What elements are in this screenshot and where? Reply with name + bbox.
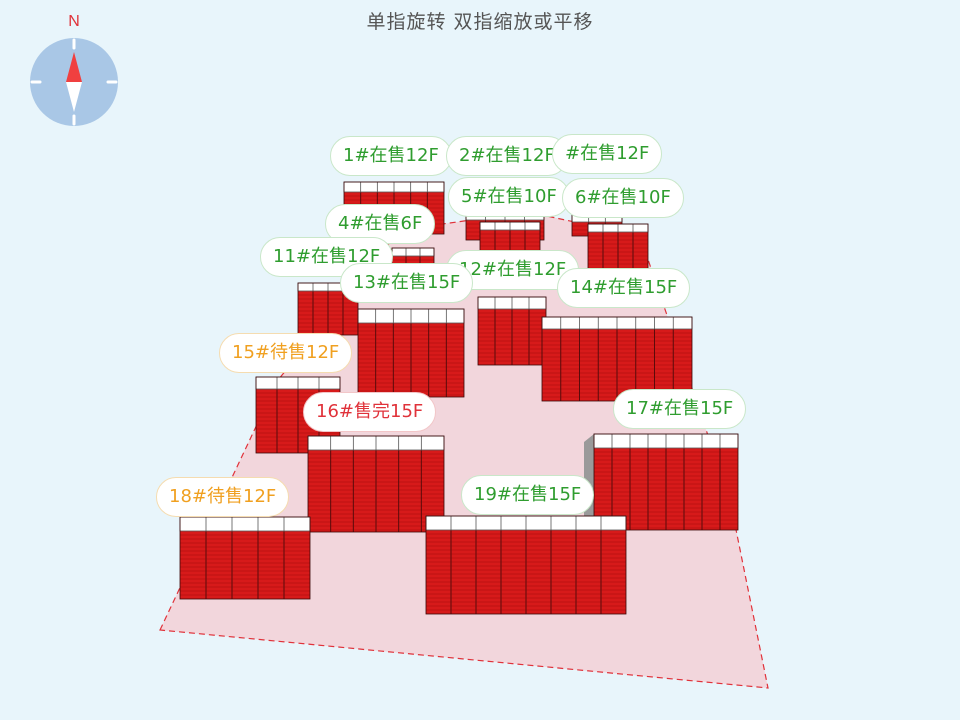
label-b11[interactable]: 11#在售12F <box>260 237 394 277</box>
building-b6b[interactable] <box>587 223 649 271</box>
building-b13[interactable] <box>357 308 465 398</box>
label-b6[interactable]: 6#在售10F <box>562 178 684 218</box>
north-label: N <box>68 13 80 30</box>
building-b19[interactable] <box>425 515 627 615</box>
building-b18[interactable] <box>179 516 311 600</box>
label-b13[interactable]: 13#在售15F <box>340 263 474 303</box>
label-b18[interactable]: 18#待售12F <box>156 477 290 517</box>
label-b16[interactable]: 16#售完15F <box>303 392 437 432</box>
label-b2[interactable]: 2#在售12F <box>446 136 568 176</box>
label-b15[interactable]: 15#待售12F <box>219 333 353 373</box>
label-b5[interactable]: 5#在售10F <box>448 177 570 217</box>
building-b12[interactable] <box>479 221 541 253</box>
label-b1[interactable]: 1#在售12F <box>330 136 452 176</box>
label-b17[interactable]: 17#在售15F <box>613 389 747 429</box>
building-b12b[interactable] <box>477 296 547 366</box>
building-b17[interactable] <box>584 433 739 531</box>
label-b19[interactable]: 19#在售15F <box>461 475 595 515</box>
building-b16[interactable] <box>307 435 445 533</box>
gesture-hint: 单指旋转 双指缩放或平移 <box>366 11 594 33</box>
label-b3[interactable]: #在售12F <box>552 134 663 174</box>
compass-icon[interactable]: N <box>28 8 120 128</box>
building-b14[interactable] <box>541 316 693 402</box>
label-b14[interactable]: 14#在售15F <box>557 268 691 308</box>
